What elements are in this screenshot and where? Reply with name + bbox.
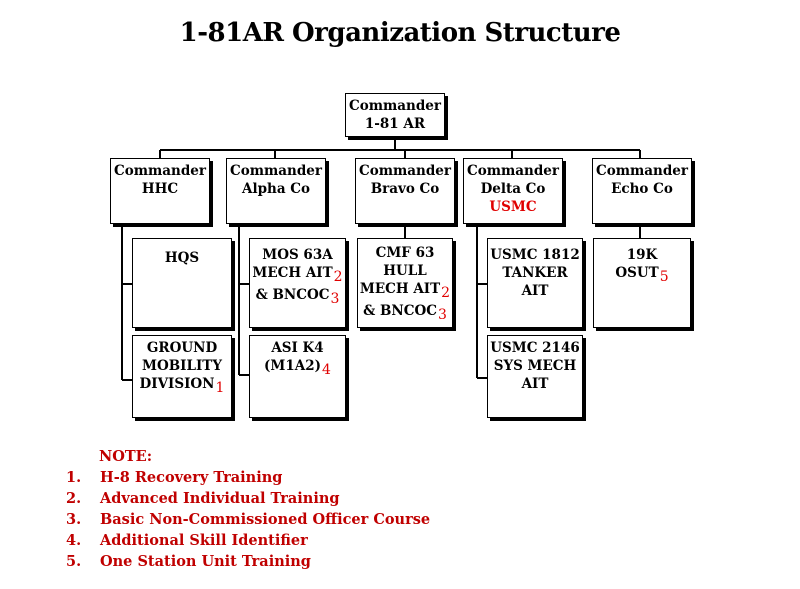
note-text: One Station Unit Training	[100, 553, 311, 570]
note-item: 2. Advanced Individual Training	[66, 488, 430, 509]
box-line: USMC 1812	[490, 247, 580, 263]
usmc-label: USMC	[489, 199, 537, 215]
usmc-1812-box: USMC 1812 TANKER AIT	[487, 238, 583, 328]
box-line: HULL	[383, 263, 427, 279]
box-line: Commander	[595, 163, 689, 179]
box-line: Delta Co	[480, 181, 546, 197]
commander-1-81-ar-box: Commander 1-81 AR	[345, 93, 445, 137]
note-number: 1.	[66, 469, 82, 486]
box-line: MOBILITY	[142, 358, 222, 374]
note-ref: 5	[659, 269, 669, 285]
box-line: Echo Co	[611, 181, 673, 197]
box-line: 1-81 AR	[364, 116, 426, 132]
line-text: MECH AIT	[359, 281, 441, 297]
note-number: 3.	[66, 511, 82, 528]
mos-63a-box: MOS 63A MECH AIT2 & BNCOC3	[249, 238, 346, 328]
note-ref: 2	[333, 269, 343, 285]
ground-mobility-division-box: GROUND MOBILITY DIVISION1	[132, 335, 232, 418]
line-text: MECH AIT	[252, 265, 333, 281]
box-line: Alpha Co	[241, 181, 311, 197]
note-ref: 1	[215, 380, 225, 396]
box-line: ASI K4	[271, 340, 324, 356]
usmc-2146-box: USMC 2146 SYS MECH AIT	[487, 335, 583, 418]
note-item: 3. Basic Non-Commissioned Officer Course	[66, 509, 430, 530]
note-number: 4.	[66, 532, 82, 549]
note-text: H-8 Recovery Training	[100, 469, 283, 486]
box-line: Commander	[348, 98, 442, 114]
notes-heading: NOTE:	[99, 448, 153, 465]
commander-hhc-box: Commander HHC	[110, 158, 210, 224]
box-line: DIVISION1	[133, 375, 231, 397]
note-ref: 3	[330, 291, 340, 307]
note-ref: 3	[437, 307, 447, 323]
note-item: 1. H-8 Recovery Training	[66, 467, 430, 488]
page-title: 1-81AR Organization Structure	[179, 18, 621, 48]
box-line: OSUT5	[594, 264, 690, 286]
commander-delta-box: Commander Delta Co USMC	[463, 158, 563, 224]
note-number: 5.	[66, 553, 82, 570]
box-line: (M1A2)4	[250, 357, 345, 379]
box-line: HHC	[141, 181, 179, 197]
note-text: Basic Non-Commissioned Officer Course	[100, 511, 431, 528]
line-text: OSUT	[615, 265, 659, 281]
box-line: AIT	[521, 376, 549, 392]
box-line: MECH AIT2	[358, 280, 452, 302]
note-number: 2.	[66, 490, 82, 507]
line-text: & BNCOC	[255, 287, 330, 303]
hqs-box: HQS	[132, 238, 232, 328]
box-line: HQS	[164, 250, 200, 266]
note-item: 5. One Station Unit Training	[66, 551, 430, 572]
box-line: Commander	[466, 163, 560, 179]
osut-box: 19K OSUT5	[593, 238, 691, 328]
line-text: DIVISION	[139, 376, 215, 392]
commander-alpha-box: Commander Alpha Co	[226, 158, 326, 224]
commander-bravo-box: Commander Bravo Co	[355, 158, 455, 224]
note-ref: 4	[322, 362, 331, 378]
commander-echo-box: Commander Echo Co	[592, 158, 692, 224]
box-line: Commander	[229, 163, 323, 179]
cmf-63-box: CMF 63 HULL MECH AIT2 & BNCOC3	[357, 238, 453, 328]
line-text: (M1A2)	[264, 358, 322, 374]
note-text: Additional Skill Identifier	[100, 532, 308, 549]
box-line: USMC 2146	[490, 340, 580, 356]
box-line: MOS 63A	[262, 247, 333, 263]
box-line: & BNCOC3	[358, 302, 452, 324]
box-line: Commander	[358, 163, 452, 179]
notes-legend: NOTE: 1. H-8 Recovery Training 2. Advanced…	[66, 446, 430, 572]
box-line: Bravo Co	[370, 181, 440, 197]
box-line: TANKER	[502, 265, 568, 281]
box-line: CMF 63	[375, 245, 435, 261]
asi-k4-box: ASI K4 (M1A2)4	[249, 335, 346, 418]
note-item: 4. Additional Skill Identifier	[66, 530, 430, 551]
box-line: MECH AIT2	[250, 264, 345, 286]
note-text: Advanced Individual Training	[100, 490, 340, 507]
box-line: & BNCOC3	[250, 286, 345, 308]
line-text: & BNCOC	[363, 303, 437, 319]
box-line: Commander	[113, 163, 207, 179]
box-line: GROUND	[146, 340, 218, 356]
box-line: AIT	[521, 283, 549, 299]
box-line: 19K	[626, 247, 658, 263]
note-ref: 2	[441, 285, 451, 301]
box-line: SYS MECH	[493, 358, 577, 374]
